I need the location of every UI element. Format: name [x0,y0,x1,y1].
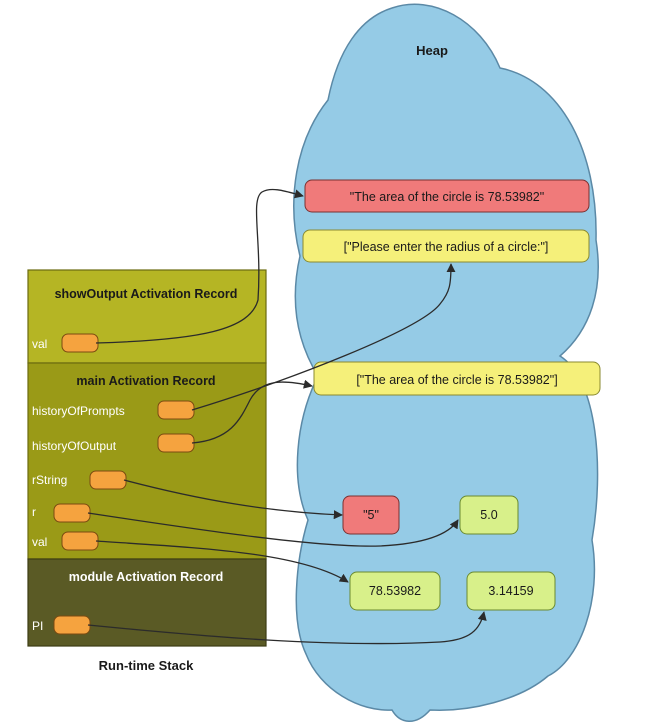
ref-slot-pi [53,615,91,635]
arrow-pi [87,611,487,645]
heap-obj-rstring [342,495,400,535]
ref-slot-main-val [61,531,99,551]
stack-label: Run-time Stack [99,658,194,673]
run-time-stack: showOutput Activation Record main Activa… [27,269,267,673]
var-name-main-val: val [32,535,47,549]
heap-obj-pi-float [466,571,556,611]
heap-obj-rstring-label: "5" [363,508,379,522]
var-name-pi: PI [32,619,43,633]
heap-obj-prompts-list [302,229,590,263]
heap-obj-output-list-label: ["The area of the circle is 78.53982"] [356,373,557,387]
showoutput-frame-title: showOutput Activation Record [55,287,238,301]
ref-slot-historyofprompts [157,400,195,420]
var-name-r: r [32,505,36,519]
variable-names: val historyOfPrompts historyOfOutput rSt… [32,337,125,633]
heap-title: Heap [416,43,448,58]
module-frame-title: module Activation Record [69,570,223,584]
heap-obj-r-float [459,495,519,535]
main-frame [27,362,267,560]
arrow-rstring [123,479,343,520]
var-name-showoutput-val: val [32,337,47,351]
arrow-showoutput-val [95,188,304,344]
heap-obj-area-string [304,179,590,213]
heap-obj-r-float-label: 5.0 [480,508,497,522]
var-name-rstring: rString [32,473,67,487]
ref-slot-rstring [89,470,127,490]
var-name-historyofoutput: historyOfOutput [32,439,117,453]
arrow-main-val [95,540,349,583]
heap-obj-output-list [313,361,601,396]
arrow-historyofoutput [191,379,313,444]
heap-obj-area-float-label: 78.53982 [369,584,421,598]
reference-slots [53,333,195,635]
ref-slot-showoutput-val [61,333,99,353]
heap-obj-area-float [349,571,441,611]
arrow-r [87,512,459,547]
reference-arrows [87,188,487,645]
ref-slot-historyofoutput [157,433,195,453]
var-name-historyofprompts: historyOfPrompts [32,404,125,418]
heap-objects: "The area of the circle is 78.53982" ["P… [302,179,601,611]
heap-obj-prompts-list-label: ["Please enter the radius of a circle:"] [344,240,549,254]
heap-obj-pi-float-label: 3.14159 [488,584,533,598]
heap-obj-area-string-label: "The area of the circle is 78.53982" [350,190,544,204]
main-frame-title: main Activation Record [76,374,215,388]
ref-slot-r [53,503,91,523]
